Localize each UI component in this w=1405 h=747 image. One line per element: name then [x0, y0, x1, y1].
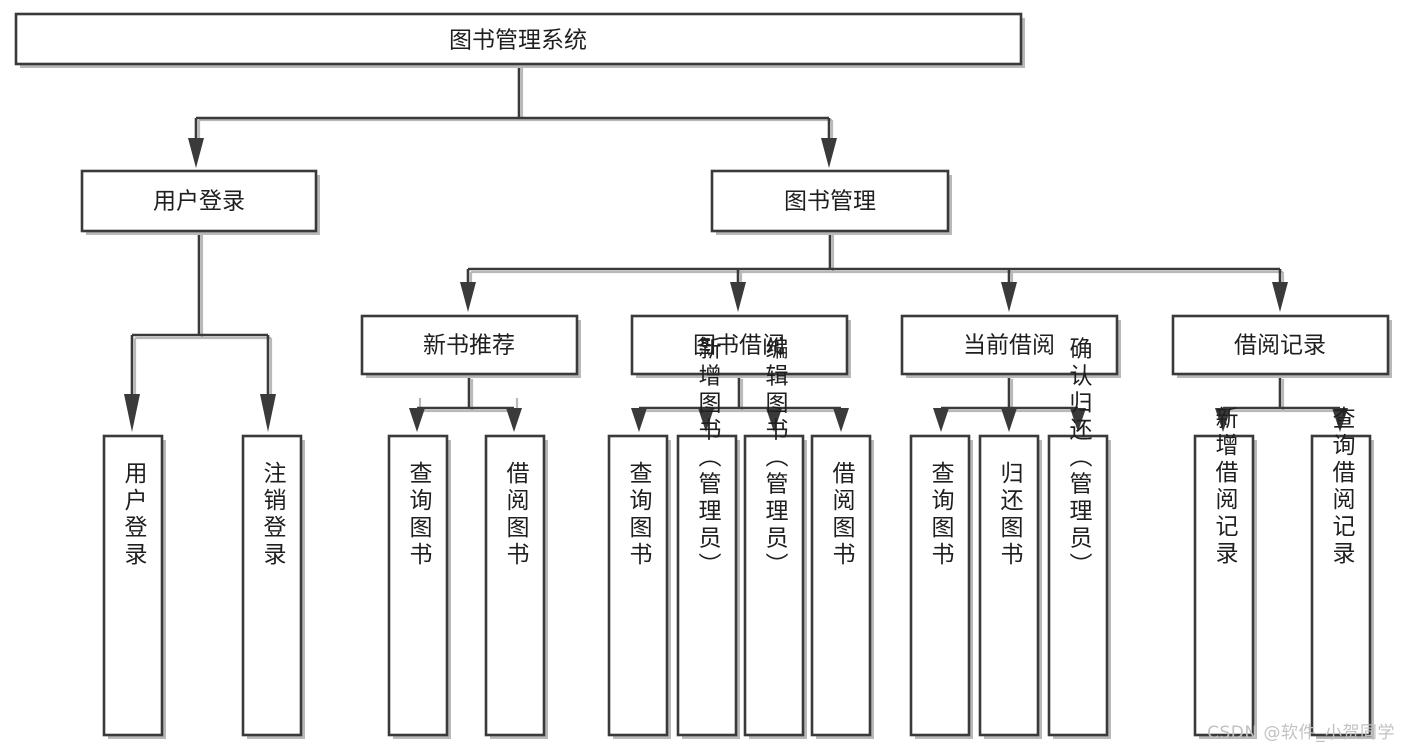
arrow-head-borrow-add-book [698, 408, 714, 432]
connector-root-to-level2 [194, 66, 831, 140]
leaf-node[interactable]: 编辑图书（管理员） [743, 337, 807, 740]
leaf-box[interactable] [1047, 434, 1109, 737]
connector-borrow-shadow [642, 379, 844, 413]
arrow-head-recommend-query-book [409, 408, 425, 432]
csdn-watermark: CSDN @软件_小贺同学 [1207, 723, 1395, 743]
connector-book-manage-shadow [469, 235, 1285, 284]
arrow-head-leaf-logout [260, 394, 276, 432]
current-borrow-box[interactable] [900, 314, 1119, 376]
leaf-label: 查询图书 [927, 461, 955, 569]
leaf-node[interactable]: 查询图书 [909, 434, 973, 739]
leaf-box[interactable] [102, 434, 164, 737]
leaf-label: 新增图书（管理员） [694, 337, 722, 580]
leaf-node[interactable]: 查询图书 [387, 434, 451, 739]
leaf-box[interactable] [1310, 434, 1372, 737]
current-borrow-label: 当前借阅 [963, 333, 1055, 359]
arrow-head-current-borrow [1001, 282, 1017, 312]
leaf-label: 注销登录 [259, 461, 287, 569]
leaf-node[interactable]: 查询图书 [607, 434, 671, 739]
arrow-head-borrow-record [1272, 282, 1288, 312]
leaf-label: 新增借阅记录 [1211, 406, 1239, 568]
leaf-node[interactable]: 新增图书（管理员） [676, 337, 740, 740]
connector-record-shadow [1226, 379, 1343, 413]
book-borrow-box[interactable] [630, 314, 849, 376]
leaf-box[interactable] [241, 434, 303, 737]
leaf-label: 查询图书 [625, 461, 653, 569]
leaf-label: 确认归还（管理员） [1065, 337, 1093, 580]
leaf-node[interactable]: 新增借阅记录 [1193, 406, 1257, 739]
arrow-head-book-borrow [730, 282, 746, 312]
book-borrow-label: 图书借阅 [693, 333, 785, 359]
leaf-box[interactable] [607, 434, 669, 737]
leaf-node[interactable]: 借阅图书 [810, 434, 874, 739]
arrow-head-record-query [1332, 408, 1348, 432]
leaf-node[interactable]: 查询借阅记录 [1310, 406, 1374, 739]
connector-record-to-leaves [1221, 376, 1342, 412]
arrow-head-current-confirm-return [1070, 408, 1086, 432]
connector-recommend-to-leaves [415, 376, 516, 412]
leaf-node[interactable]: 确认归还（管理员） [1047, 337, 1111, 740]
arrow-head-new-book-recommend [460, 282, 476, 312]
leaf-label: 编辑图书（管理员） [761, 337, 789, 580]
arrow-head-borrow-borrow-book [833, 408, 849, 432]
leaf-node[interactable]: 借阅图书 [484, 434, 548, 739]
connector-recommend-shadow [418, 379, 519, 413]
book-management-label: 图书管理 [784, 189, 876, 215]
arrow-head-leaf-user-login [124, 394, 140, 432]
node-current-borrow[interactable]: 当前借阅 [900, 314, 1121, 378]
connector-borrow-to-leaves [637, 376, 843, 412]
leaf-box[interactable] [978, 434, 1040, 737]
connector-current-shadow [944, 379, 1081, 413]
node-root-book-management-system[interactable]: 图书管理系统 [14, 12, 1025, 68]
arrow-head-current-query-book [933, 408, 949, 432]
node-book-management[interactable]: 图书管理 [710, 169, 952, 235]
borrow-record-box[interactable] [1171, 314, 1390, 376]
connector-book-manage-to-level3 [466, 232, 1282, 282]
arrow-head-recommend-borrow-book [506, 408, 522, 432]
leaf-label: 查询借阅记录 [1328, 406, 1356, 568]
root-box[interactable] [14, 12, 1023, 66]
connector-current-to-leaves [939, 376, 1080, 412]
leaf-node[interactable]: 归还图书 [978, 434, 1042, 739]
arrow-head-record-add [1215, 408, 1231, 432]
connector-layer [124, 66, 1348, 432]
leaf-label: 查询图书 [405, 461, 433, 569]
user-login-label: 用户登录 [153, 189, 245, 215]
arrow-head-user-login [188, 138, 204, 168]
node-book-borrow[interactable]: 图书借阅 [630, 314, 851, 378]
node-borrow-record[interactable]: 借阅记录 [1171, 314, 1392, 378]
leaf-box[interactable] [1193, 434, 1255, 737]
node-user-login[interactable]: 用户登录 [80, 169, 320, 235]
book-management-box[interactable] [710, 169, 950, 233]
new-book-recommend-label: 新书推荐 [423, 333, 515, 359]
arrow-head-book-manage [821, 138, 837, 168]
borrow-record-label: 借阅记录 [1234, 333, 1326, 359]
leaf-box[interactable] [810, 434, 872, 737]
leaf-label: 借阅图书 [502, 461, 530, 569]
leaf-box[interactable] [909, 434, 971, 737]
leaf-label: 借阅图书 [828, 461, 856, 569]
new-book-recommend-box[interactable] [360, 314, 579, 376]
connector-root-shadow [197, 68, 834, 142]
leaf-box[interactable] [676, 434, 738, 737]
leaf-label: 用户登录 [120, 461, 148, 569]
root-label: 图书管理系统 [449, 28, 587, 54]
user-login-box[interactable] [80, 169, 318, 233]
arrow-head-borrow-query-book [631, 408, 647, 432]
leaf-node[interactable]: 用户登录 [102, 434, 166, 739]
connector-user-login-to-leaves [130, 232, 270, 394]
arrow-head-borrow-edit-book [766, 408, 782, 432]
leaf-label: 归还图书 [996, 461, 1024, 569]
leaf-box[interactable] [743, 434, 805, 737]
connector-user-login-shadow [133, 235, 273, 396]
leaf-box[interactable] [484, 434, 546, 737]
arrow-head-current-return-book [1001, 408, 1017, 432]
leaf-box[interactable] [387, 434, 449, 737]
node-new-book-recommend[interactable]: 新书推荐 [360, 314, 581, 378]
leaf-node[interactable]: 注销登录 [241, 434, 305, 739]
